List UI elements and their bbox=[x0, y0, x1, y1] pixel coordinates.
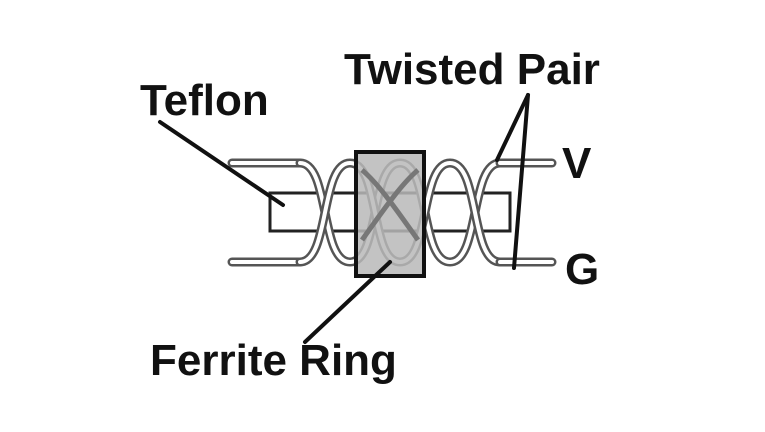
twisted-pair-label: Twisted Pair bbox=[344, 45, 600, 94]
twisted-pair-leader-bottom bbox=[512, 93, 530, 270]
ferrite-ring-leader bbox=[303, 260, 392, 344]
teflon-label: Teflon bbox=[140, 76, 269, 125]
voltage-label: V bbox=[562, 139, 592, 188]
ferrite-ring-inner-wires bbox=[359, 168, 421, 242]
leader-lines bbox=[158, 93, 530, 344]
twisted-pair-leader-top bbox=[495, 93, 530, 162]
ferrite-ring-label: Ferrite Ring bbox=[150, 336, 397, 385]
teflon-leader bbox=[158, 120, 285, 207]
ground-label: G bbox=[565, 245, 599, 294]
